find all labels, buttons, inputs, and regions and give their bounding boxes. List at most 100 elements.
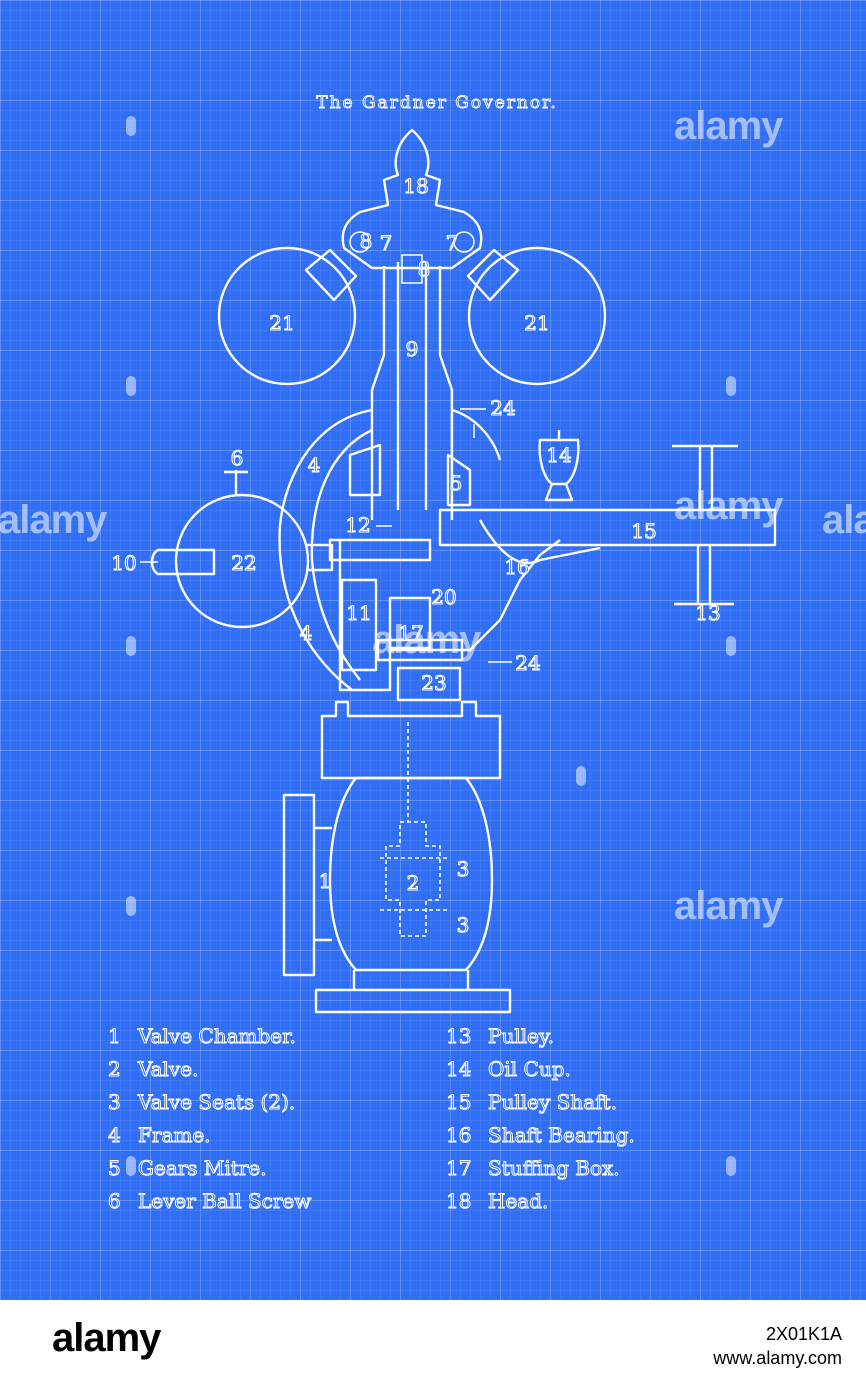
side-flange <box>282 793 332 977</box>
watermark-logo: alamy <box>674 884 783 928</box>
callout-13: 13 <box>695 601 720 625</box>
legend-item: 16 Shaft Bearing. <box>446 1119 636 1152</box>
callout-16: 16 <box>504 555 529 579</box>
fly-ball-right <box>467 246 607 386</box>
spindle-rod <box>396 262 428 510</box>
footer-logo: alamy <box>52 1316 161 1360</box>
legend-label: Oil Cup. <box>488 1057 572 1082</box>
leader-24-upper <box>460 408 486 438</box>
legend-number: 6 <box>108 1189 122 1214</box>
footer-bar <box>0 1300 866 1390</box>
base-flange <box>314 970 512 1014</box>
spindle-column <box>370 266 454 520</box>
pulley-upper <box>672 444 738 510</box>
legend-number: 14 <box>446 1057 472 1082</box>
callout-3-lower: 3 <box>457 913 470 937</box>
callout-1: 1 <box>319 869 332 893</box>
legend-number: 1 <box>108 1024 122 1049</box>
callout-4-lower: 4 <box>300 621 313 645</box>
gear-left <box>349 231 371 253</box>
callout-20: 20 <box>431 585 456 609</box>
legend-number: 16 <box>446 1123 472 1148</box>
callout-8-right: 8 <box>418 257 431 281</box>
spindle-cap <box>401 254 423 284</box>
callout-6: 6 <box>231 446 244 470</box>
watermark-mark <box>726 636 736 656</box>
part-11-box <box>340 578 378 672</box>
fly-ball-left <box>217 246 357 386</box>
legend-item: 17 Stuffing Box. <box>446 1152 635 1185</box>
valve-flange <box>320 700 502 780</box>
watermark-mark <box>126 116 136 136</box>
governor-head <box>341 128 483 270</box>
watermark-mark <box>126 376 136 396</box>
watermark-mark <box>726 376 736 396</box>
diagram-title: The Gardner Governor. <box>316 93 557 113</box>
image-id: 2X01K1A <box>765 1324 842 1344</box>
oil-cup <box>538 430 580 502</box>
lever-ball <box>174 493 310 629</box>
watermark-logo: alamy <box>372 618 481 662</box>
callout-11: 11 <box>346 601 371 625</box>
callout-5: 5 <box>450 471 463 495</box>
legend-number: 2 <box>108 1057 122 1082</box>
callout-7-right: 7 <box>446 231 459 255</box>
legend-label: Valve Chamber. <box>138 1024 297 1049</box>
ball-arm-right <box>466 248 520 302</box>
valve-outline <box>385 821 441 937</box>
watermark-logo: alamy <box>674 104 783 148</box>
callout-10: 10 <box>111 551 136 575</box>
legend-label: Stuffing Box. <box>488 1156 621 1181</box>
governor-diagram: The Gardner Governor. <box>111 93 777 1014</box>
legend-label: Valve. <box>137 1057 199 1082</box>
cross-bar <box>328 538 432 562</box>
watermark-mark <box>726 1156 736 1176</box>
legend-label: Lever Ball Screw <box>137 1189 312 1214</box>
watermark-mark <box>126 1156 136 1176</box>
watermark-mark <box>126 896 136 916</box>
legend-label: Frame. <box>138 1123 212 1148</box>
callout-18: 18 <box>403 174 428 198</box>
gear-right <box>453 231 475 253</box>
watermark-logo: alamy <box>822 498 866 542</box>
legend-item: 14 Oil Cup. <box>446 1053 635 1086</box>
legend-label: Pulley. <box>488 1024 555 1049</box>
footer-image-info: 2X01K1A www.alamy.com <box>713 1322 842 1370</box>
callout-21-left: 21 <box>269 311 294 335</box>
frame-outer <box>278 408 502 691</box>
callout-24-lower: 24 <box>515 651 540 675</box>
legend-item: 2 Valve. <box>108 1053 311 1086</box>
legend-item: 13 Pulley. <box>446 1020 635 1053</box>
watermark-logo: alamy <box>0 498 107 542</box>
stuffing-box-17 <box>388 596 432 650</box>
valve-stem <box>380 722 448 911</box>
lever-screw <box>224 470 248 495</box>
callout-9: 9 <box>406 337 419 361</box>
legend-number: 18 <box>446 1189 472 1214</box>
callout-15: 15 <box>631 519 656 543</box>
legend-number: 17 <box>446 1156 472 1181</box>
shaft-bearing-16 <box>478 519 601 565</box>
site-url: www.alamy.com <box>713 1348 842 1368</box>
legend-number: 13 <box>446 1024 472 1049</box>
callout-23: 23 <box>421 671 446 695</box>
legend-item: 1 Valve Chamber. <box>108 1020 311 1053</box>
legend-label: Pulley Shaft. <box>488 1090 618 1115</box>
legend-label: Valve Seats (2). <box>137 1090 296 1115</box>
callout-22: 22 <box>231 551 256 575</box>
lever-link <box>306 543 334 572</box>
valve-chamber <box>328 776 494 972</box>
watermark-mark <box>576 766 586 786</box>
watermark-logo: alamy <box>674 484 783 528</box>
legend-label: Shaft Bearing. <box>488 1123 636 1148</box>
callout-17: 17 <box>398 621 423 645</box>
callout-4-upper: 4 <box>308 453 321 477</box>
lever-rod-10 <box>150 548 216 576</box>
legend-item: 6 Lever Ball Screw <box>108 1185 312 1218</box>
